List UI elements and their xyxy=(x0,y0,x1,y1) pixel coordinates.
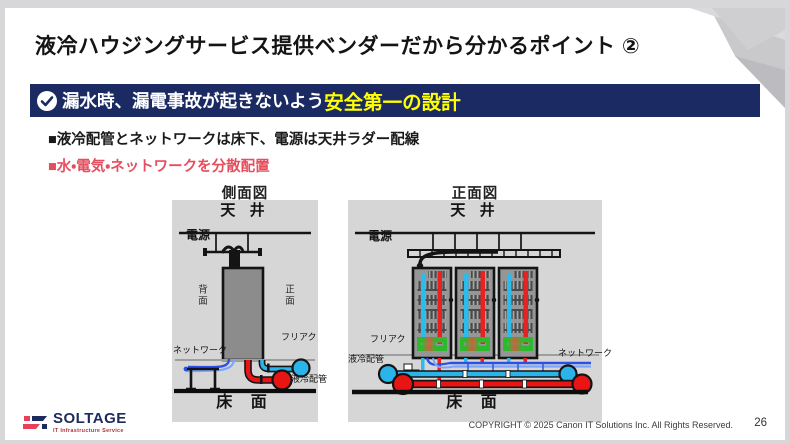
label-free-access: フリアク xyxy=(370,334,406,344)
front-view-title: 正面図 xyxy=(451,186,499,202)
banner-text: 漏水時、漏電事故が起きないよう xyxy=(62,91,325,111)
hot-water-pipe xyxy=(245,360,272,383)
label-rack-back: 背面 xyxy=(195,284,207,307)
power-cable xyxy=(220,245,245,254)
rack xyxy=(221,266,265,362)
check-circle-icon xyxy=(37,90,57,111)
label-floor: 床 面 xyxy=(446,394,504,411)
label-ceiling: 天 井 xyxy=(220,202,270,219)
page-number: 26 xyxy=(754,417,767,429)
corner-decoration xyxy=(690,8,785,108)
banner-highlight-text: 安全第一の設計 xyxy=(324,92,461,114)
cold-water-pipe xyxy=(260,360,293,371)
logo-subtitle: IT Infrastructure Service xyxy=(53,428,124,434)
side-view-diagram: 天 井 電源 背面 正面 フリアク ネットワーク 液冷配管 床 面 xyxy=(172,200,327,422)
logo-text: SOLTAGE xyxy=(53,410,127,427)
hot-water-pipe-end xyxy=(271,369,293,391)
page-title: 液冷ハウジングサービス提供ベンダーだから分かるポイント ② xyxy=(35,35,641,58)
label-floor: 床 面 xyxy=(216,394,274,411)
rack xyxy=(454,266,497,364)
front-view-graphics xyxy=(351,231,599,396)
label-rack-front: 正面 xyxy=(282,284,294,307)
rack-row xyxy=(411,266,540,382)
soltage-logo-icon xyxy=(23,416,47,429)
cold-water-pipe-end xyxy=(291,358,311,378)
power-cable xyxy=(418,250,498,269)
label-ceiling: 天 井 xyxy=(450,202,500,219)
slide-background: 液冷ハウジングサービス提供ベンダーだから分かるポイント ② 漏水時、漏電事故が起… xyxy=(5,8,785,440)
label-liquid-pipe: 液冷配管 xyxy=(291,374,328,384)
network-cable xyxy=(187,358,231,369)
bullet-distribution: ■水・電気・ネットワークを分散配置 xyxy=(48,159,270,175)
floor-support xyxy=(186,367,220,391)
label-network: ネットワーク xyxy=(558,348,613,358)
label-free-access: フリアク xyxy=(281,332,317,342)
rack xyxy=(497,266,540,364)
company-logo: SOLTAGE IT Infrastructure Service xyxy=(23,411,127,434)
side-view-title: 側面図 xyxy=(221,186,269,202)
label-network: ネットワーク xyxy=(173,345,228,355)
cold-water-pipe-end xyxy=(377,363,399,385)
label-power: 電源 xyxy=(368,229,393,243)
copyright-text: COPYRIGHT © 2025 Canon IT Solutions Inc.… xyxy=(468,420,733,430)
bullet-wiring: ■液冷配管とネットワークは床下、電源は天井ラダー配線 xyxy=(48,132,420,148)
key-point-banner: 漏水時、漏電事故が起きないよう 安全第一の設計 xyxy=(30,84,760,117)
side-view-graphics xyxy=(174,231,316,394)
label-power: 電源 xyxy=(186,228,211,242)
label-liquid-pipe: 液冷配管 xyxy=(348,354,385,364)
rack xyxy=(411,266,454,382)
front-view-diagram: 天 井 電源 フリアク 液冷配管 ネットワーク 床 面 xyxy=(348,200,612,422)
ladder-hangers xyxy=(432,234,522,250)
